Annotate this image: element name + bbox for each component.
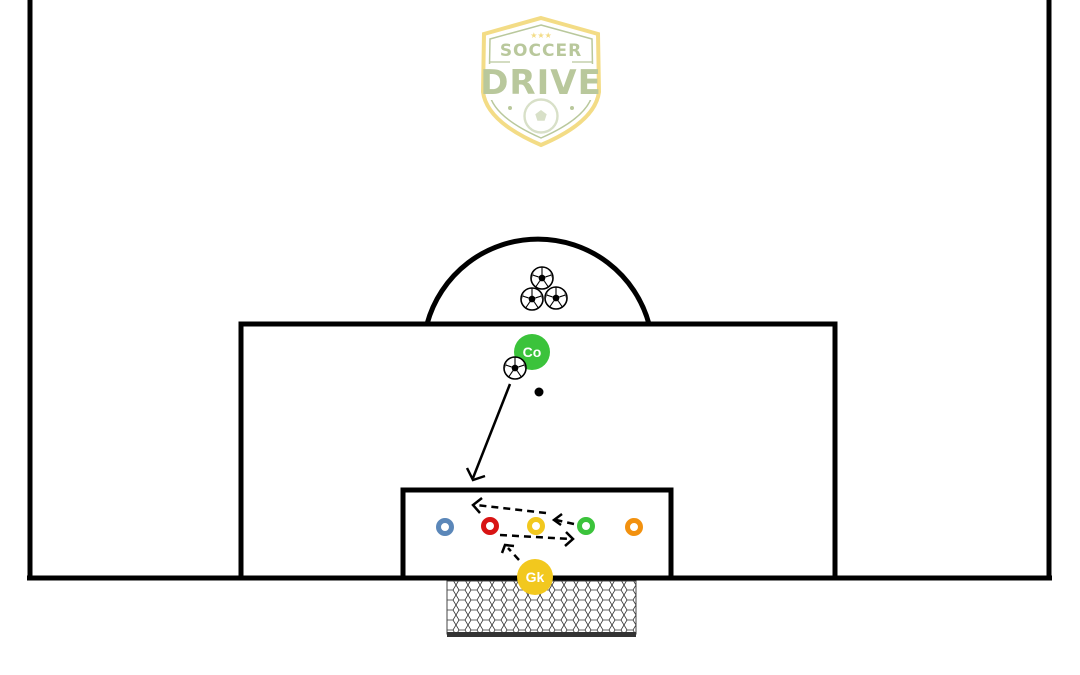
soccer-ball-icon: [503, 356, 527, 380]
soccer-ball-icon: [520, 287, 544, 311]
movement-arrow: [555, 518, 575, 526]
movement-arrow: [507, 547, 520, 561]
soccer-ball-icon: [530, 266, 554, 290]
cones: [436, 517, 643, 536]
cone-marker: [625, 518, 643, 536]
coach-label: Co: [523, 344, 542, 360]
pass-arrow: [465, 383, 512, 482]
cone-marker: [436, 518, 454, 536]
movement-arrow: [551, 513, 563, 527]
movement-arrow: [471, 497, 483, 514]
movement-arrow: [564, 531, 575, 547]
ball-pile: [520, 266, 568, 311]
logo-top-text: SOCCER: [500, 41, 582, 61]
logo-main-text: DRIVE: [480, 63, 602, 103]
logo-stars: ★★★: [530, 31, 552, 40]
penalty-arc: [424, 236, 652, 325]
movement-arrow: [475, 503, 547, 515]
goalkeeper-label: Gk: [526, 569, 545, 585]
soccer-ball-icon: [544, 286, 568, 310]
cone-marker: [577, 517, 595, 535]
soccer-drive-logo: ★★★ SOCCER DRIVE: [480, 15, 602, 148]
logo-ball-icon: [523, 98, 559, 134]
coach-player: Co: [514, 334, 550, 370]
marker-dot: [534, 387, 544, 397]
movement-arrow: [500, 543, 515, 554]
goalkeeper-player: Gk: [517, 559, 553, 595]
cone-marker: [481, 517, 499, 535]
movement-arrow: [499, 533, 572, 541]
goalkeeper-movement-arrows: [471, 497, 575, 561]
cone-marker: [527, 517, 545, 535]
